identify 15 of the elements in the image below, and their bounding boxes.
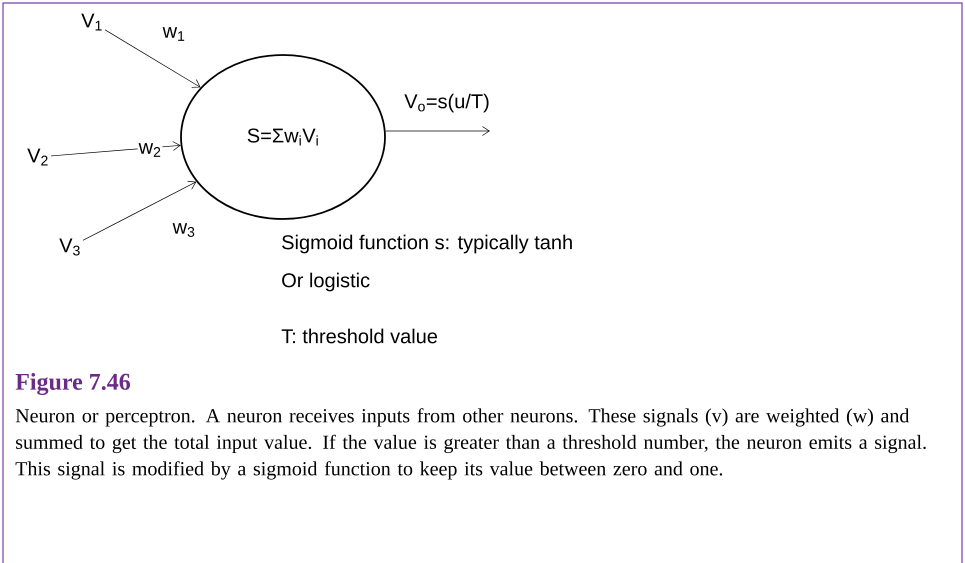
edge-label: w$_{3}$ — [172, 222, 196, 238]
arrow — [82, 180, 196, 241]
figure-title: Figure 7.46 — [16, 373, 130, 395]
note-text: Or logistic — [282, 272, 370, 292]
edge-label: w$_{2}$ — [138, 142, 162, 158]
input-label: V$_{3}$ — [59, 238, 80, 256]
arrow — [104, 29, 201, 88]
edge-label: w$_{1}$ — [162, 26, 186, 42]
edge-label: V$_{o}$=s(u/T) — [403, 92, 491, 114]
caption-text: Neuron or perceptron. A neuron receives inputs from other neurons. These signals (v) are weighted (w) and summed to get the total input value. If the value is greater than a threshold number, the neuron emits a signal. This signal is modified by a sigmoid function to keep its value between zero and one. — [16, 408, 926, 480]
input-label: V$_{1}$ — [81, 14, 102, 30]
note-text: Sigmoid function s: typically tanh — [282, 234, 572, 254]
note-text: T: threshold value — [282, 328, 438, 344]
input-label: V$_{2}$ — [27, 148, 48, 166]
arrow — [386, 126, 490, 136]
